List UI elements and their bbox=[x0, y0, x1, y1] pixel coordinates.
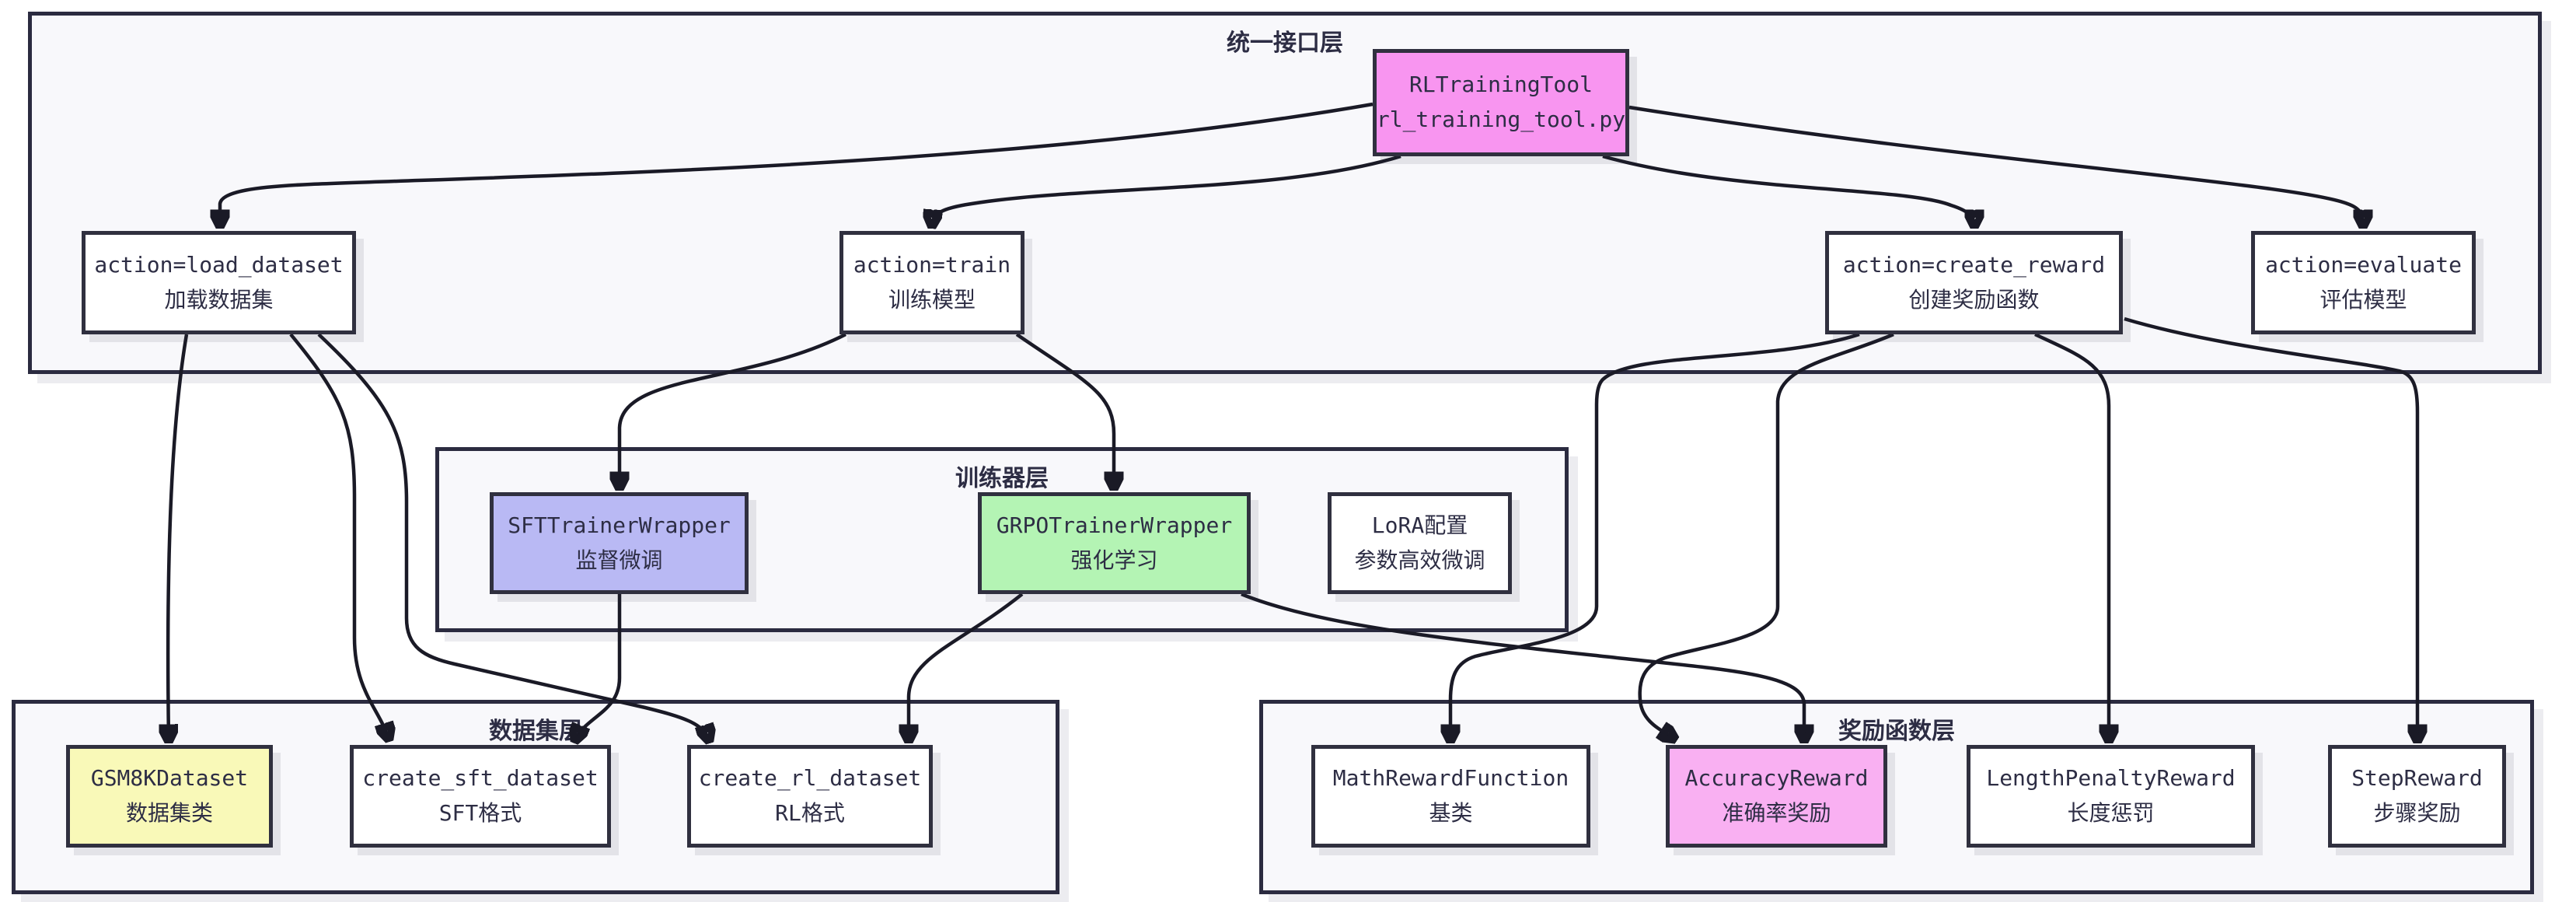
node-title: create_rl_dataset bbox=[698, 765, 922, 792]
edge-create-reward-to-step-reward bbox=[2124, 316, 2417, 740]
node-create-sft-dataset: create_sft_dataset SFT格式 bbox=[350, 745, 611, 848]
node-subtitle: 步骤奖励 bbox=[2373, 800, 2461, 826]
node-grpo-trainer-wrapper: GRPOTrainerWrapper 强化学习 bbox=[978, 492, 1251, 594]
node-title: action=load_dataset bbox=[94, 251, 344, 278]
node-subtitle: 监督微调 bbox=[575, 547, 663, 573]
node-title: GRPOTrainerWrapper bbox=[996, 512, 1233, 538]
node-subtitle: rl_training_tool.py bbox=[1376, 107, 1626, 132]
node-action-load-dataset: action=load_dataset 加载数据集 bbox=[82, 231, 356, 334]
node-subtitle: 参数高效微调 bbox=[1354, 547, 1485, 573]
node-rl-training-tool: RLTrainingTool rl_training_tool.py bbox=[1373, 49, 1629, 156]
node-title: MathRewardFunction bbox=[1332, 765, 1569, 792]
node-title: LengthPenaltyReward bbox=[1986, 765, 2236, 792]
node-title: RLTrainingTool bbox=[1408, 72, 1593, 98]
node-title: action=evaluate bbox=[2265, 251, 2462, 278]
node-subtitle: 强化学习 bbox=[1070, 547, 1158, 573]
node-create-rl-dataset: create_rl_dataset RL格式 bbox=[687, 745, 933, 848]
node-math-reward-function: MathRewardFunction 基类 bbox=[1311, 745, 1590, 848]
node-action-evaluate: action=evaluate 评估模型 bbox=[2251, 231, 2476, 334]
node-sft-trainer-wrapper: SFTTrainerWrapper 监督微调 bbox=[490, 492, 749, 594]
node-title: StepReward bbox=[2351, 765, 2483, 792]
node-subtitle: 准确率奖励 bbox=[1722, 800, 1831, 826]
edge-create-reward-to-length-penalty bbox=[2034, 332, 2109, 740]
container-dataset-layer-label: 数据集层 bbox=[489, 718, 582, 745]
node-action-train: action=train 训练模型 bbox=[839, 231, 1024, 334]
node-title: LoRA配置 bbox=[1371, 512, 1468, 538]
node-title: AccuracyReward bbox=[1684, 765, 1869, 792]
container-trainer-layer-label: 训练器层 bbox=[955, 465, 1049, 492]
edge-create-reward-to-math bbox=[1450, 332, 1860, 740]
edge-load-dataset-to-gsm8k bbox=[168, 334, 189, 740]
edge-train-to-grpo bbox=[1015, 333, 1114, 488]
node-title: SFTTrainerWrapper bbox=[508, 512, 731, 538]
container-unified-interface-layer: 统一接口层 bbox=[28, 12, 2542, 374]
container-unified-interface-layer-label: 统一接口层 bbox=[1227, 30, 1343, 57]
node-subtitle: RL格式 bbox=[775, 800, 845, 826]
node-subtitle: 长度惩罚 bbox=[2067, 800, 2155, 826]
edge-grpo-to-create-rl bbox=[909, 593, 1024, 740]
node-gsm8k-dataset: GSM8KDataset 数据集类 bbox=[66, 745, 273, 848]
edge-train-to-sft bbox=[620, 332, 847, 488]
node-title: GSM8KDataset bbox=[90, 765, 249, 792]
node-subtitle: 训练模型 bbox=[888, 286, 976, 313]
edge-rltool-to-evaluate bbox=[1628, 105, 2363, 226]
node-title: create_sft_dataset bbox=[362, 765, 599, 792]
node-step-reward: StepReward 步骤奖励 bbox=[2328, 745, 2506, 848]
container-reward-function-layer-label: 奖励函数层 bbox=[1838, 718, 1955, 745]
edge-load-dataset-to-create-sft bbox=[289, 333, 389, 739]
node-subtitle: SFT格式 bbox=[438, 800, 522, 826]
edge-rltool-to-train bbox=[932, 154, 1401, 226]
node-subtitle: 数据集类 bbox=[125, 800, 213, 826]
edge-rltool-to-load-dataset bbox=[220, 102, 1374, 226]
node-accuracy-reward: AccuracyReward 准确率奖励 bbox=[1666, 745, 1887, 848]
node-subtitle: 创建奖励函数 bbox=[1908, 286, 2040, 313]
edge-grpo-to-accuracy bbox=[1241, 592, 1804, 740]
edge-sft-to-create-sft bbox=[575, 594, 622, 740]
node-subtitle: 评估模型 bbox=[2319, 286, 2407, 313]
edge-create-reward-to-accuracy bbox=[1638, 332, 1894, 739]
node-subtitle: 基类 bbox=[1429, 800, 1473, 826]
node-subtitle: 加载数据集 bbox=[164, 286, 274, 313]
node-title: action=create_reward bbox=[1842, 251, 2106, 278]
edge-load-dataset-to-create-rl bbox=[317, 333, 709, 740]
node-title: action=train bbox=[853, 251, 1011, 278]
edge-rltool-to-create-reward bbox=[1602, 154, 1974, 226]
node-length-penalty-reward: LengthPenaltyReward 长度惩罚 bbox=[1967, 745, 2255, 848]
node-lora-config: LoRA配置 参数高效微调 bbox=[1328, 492, 1512, 594]
node-action-create-reward: action=create_reward 创建奖励函数 bbox=[1825, 231, 2123, 334]
